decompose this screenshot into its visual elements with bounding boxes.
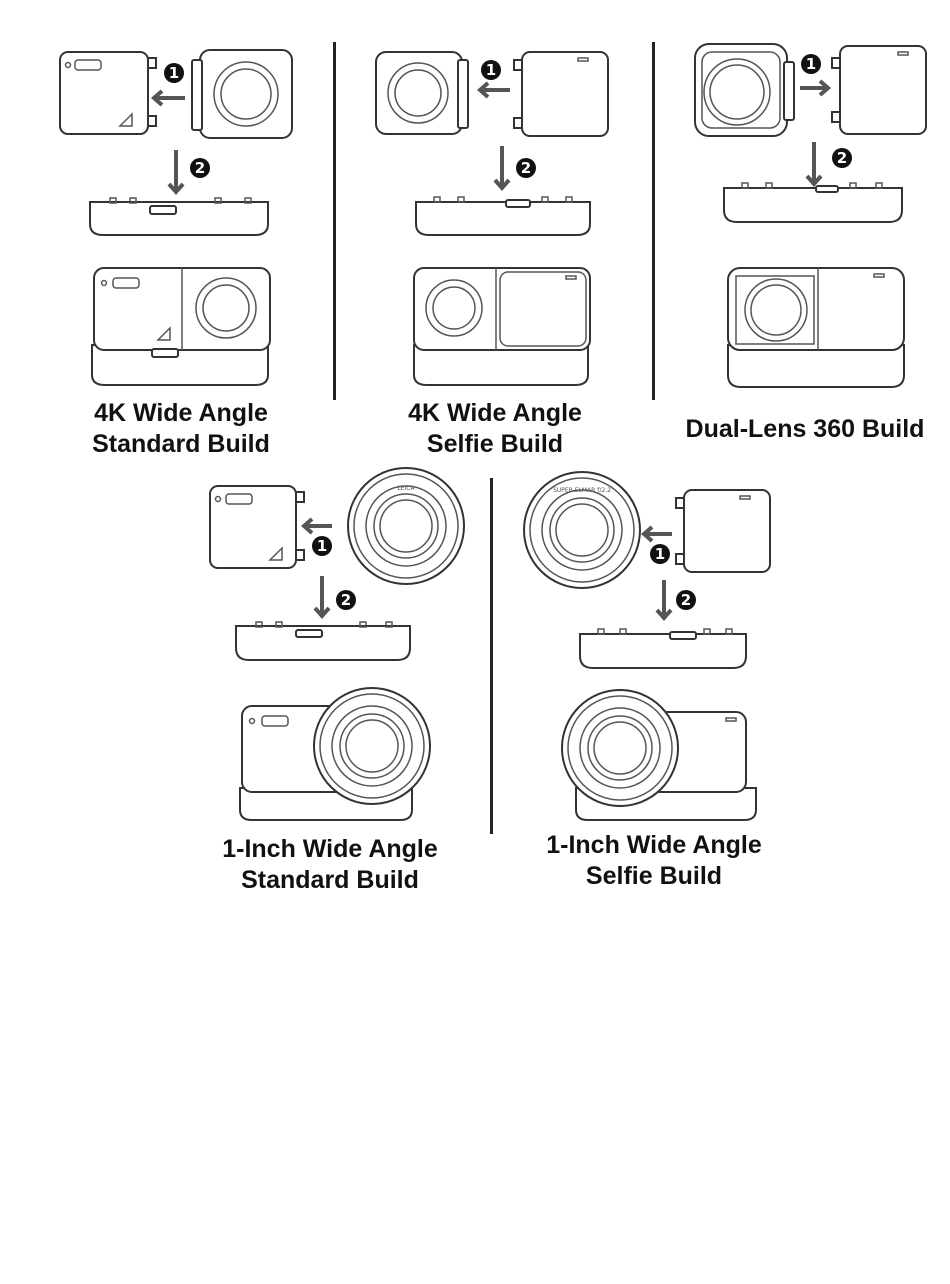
core-module (514, 52, 608, 136)
mount-bracket (236, 622, 410, 660)
assembled-camera (562, 690, 756, 820)
step-1-badge: 1 (312, 536, 332, 556)
mount-bracket (90, 198, 268, 235)
core-module (60, 52, 156, 134)
step-2-badge: 2 (516, 158, 536, 178)
step-2-badge: 2 (190, 158, 210, 178)
caption-line: Dual-Lens 360 Build (670, 414, 940, 445)
lens-module (376, 52, 468, 134)
core-module (676, 490, 770, 572)
svg-text:2: 2 (681, 591, 691, 609)
caption-line: 1-Inch Wide Angle (200, 834, 460, 865)
svg-text:2: 2 (837, 149, 847, 167)
step-1-arrow (480, 83, 510, 97)
svg-text:2: 2 (341, 591, 351, 609)
360-lens-module (695, 44, 794, 136)
svg-text:1: 1 (486, 61, 496, 79)
caption-1inch-standard: 1-Inch Wide Angle Standard Build (200, 834, 460, 896)
svg-text:1: 1 (169, 64, 179, 82)
svg-text:2: 2 (195, 159, 205, 177)
lens-engraving-text: SUPER-ELMAR f/2.2 (553, 487, 611, 494)
separator-top-left (333, 42, 336, 400)
step-1-badge: 1 (650, 544, 670, 564)
step-2-badge: 2 (832, 148, 852, 168)
mount-bracket (416, 197, 590, 235)
step-2-arrow (495, 146, 509, 188)
step-2-arrow (657, 580, 671, 618)
assembled-camera (414, 268, 590, 385)
diagram-1inch-selfie: SUPER-ELMAR f/2.2 1 2 (520, 476, 800, 826)
step-2-arrow (169, 150, 183, 192)
core-module (832, 46, 926, 134)
step-1-arrow (304, 519, 332, 533)
caption-line: 4K Wide Angle (380, 398, 610, 429)
diagram-4k-standard: 1 2 (50, 40, 330, 390)
step-1-arrow (154, 91, 185, 105)
caption-line: Standard Build (66, 429, 296, 460)
step-2-badge: 2 (336, 590, 356, 610)
diagram-1inch-standard: LEICA 1 2 (200, 476, 480, 826)
caption-line: Selfie Build (524, 861, 784, 892)
svg-text:1: 1 (806, 55, 816, 73)
separator-top-right (652, 42, 655, 400)
diagram-dual-360: 1 2 (690, 40, 930, 390)
1inch-lens-module: SUPER-ELMAR f/2.2 (524, 472, 640, 588)
step-1-arrow (644, 527, 672, 541)
assembled-camera (728, 268, 904, 387)
step-2-arrow (807, 142, 821, 184)
svg-text:1: 1 (317, 537, 327, 555)
svg-text:2: 2 (521, 159, 531, 177)
caption-4k-standard: 4K Wide Angle Standard Build (66, 398, 296, 460)
core-module (210, 486, 304, 568)
step-2-badge: 2 (676, 590, 696, 610)
mount-bracket (580, 629, 746, 668)
step-1-badge: 1 (801, 54, 821, 74)
diagram-4k-selfie: 1 2 (370, 40, 630, 390)
assembled-camera (240, 688, 430, 820)
lens-brand-text: LEICA (397, 485, 415, 492)
lens-module (192, 50, 292, 138)
assembled-camera (92, 268, 270, 385)
separator-bottom (490, 478, 493, 834)
caption-4k-selfie: 4K Wide Angle Selfie Build (380, 398, 610, 460)
step-1-badge: 1 (164, 63, 184, 83)
step-1-arrow (800, 81, 828, 95)
caption-1inch-selfie: 1-Inch Wide Angle Selfie Build (524, 830, 784, 892)
svg-text:1: 1 (655, 545, 665, 563)
caption-line: 4K Wide Angle (66, 398, 296, 429)
step-1-badge: 1 (481, 60, 501, 80)
mount-bracket (724, 183, 902, 222)
1inch-lens-module: LEICA (348, 468, 464, 584)
caption-dual-360: Dual-Lens 360 Build (670, 414, 940, 445)
step-2-arrow (315, 576, 329, 616)
caption-line: Standard Build (200, 865, 460, 896)
caption-line: Selfie Build (380, 429, 610, 460)
caption-line: 1-Inch Wide Angle (524, 830, 784, 861)
